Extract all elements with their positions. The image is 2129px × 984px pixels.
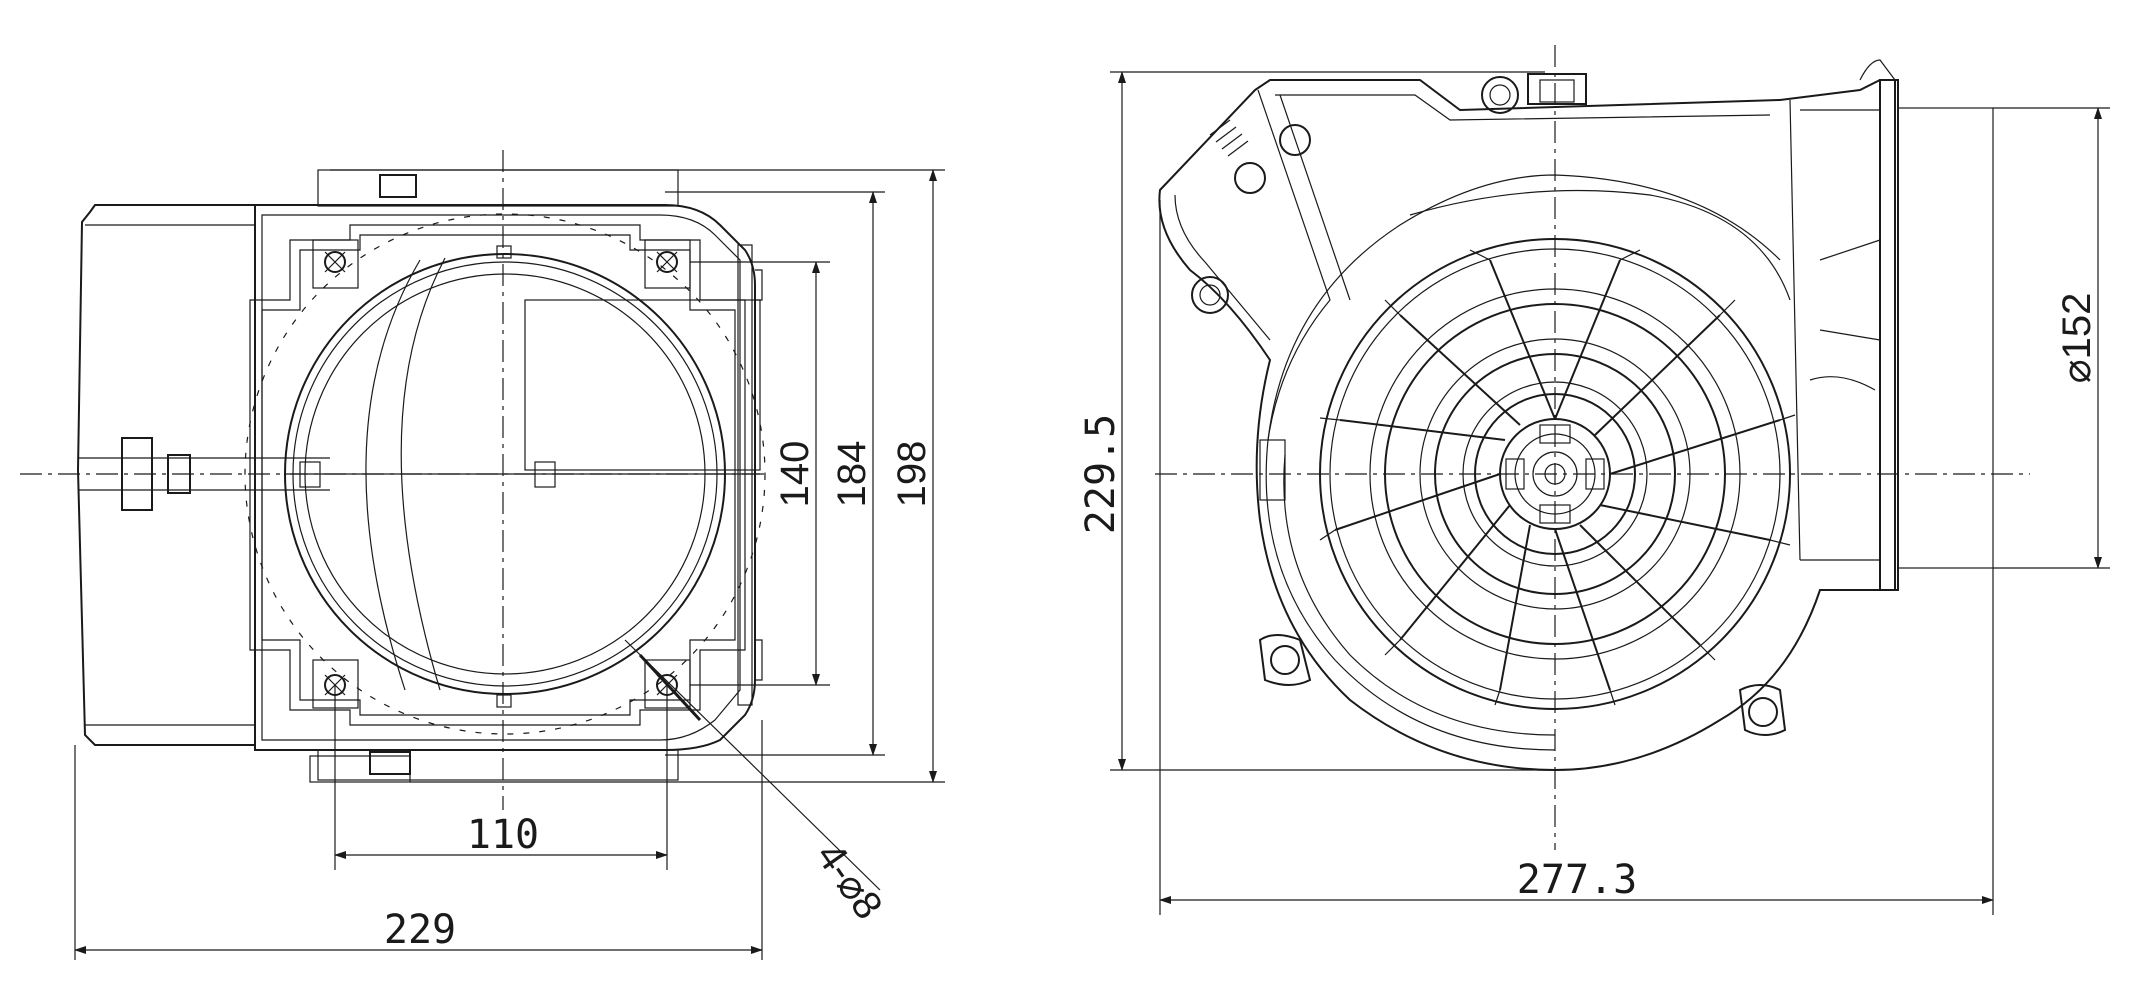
dim-198: 198 bbox=[330, 169, 945, 783]
dim-140: 140 bbox=[690, 261, 830, 686]
dim-198-label: 198 bbox=[890, 441, 934, 508]
dim-110-label: 110 bbox=[467, 812, 539, 858]
damper-flap-curve bbox=[400, 257, 446, 691]
vent-slots bbox=[1209, 119, 1249, 157]
dim-229-5: 229.5 bbox=[1078, 71, 1560, 771]
dim-diameter-152-label: ⌀152 bbox=[2055, 293, 2099, 384]
housing-left-body bbox=[76, 204, 256, 746]
lug-bottom-left bbox=[1258, 634, 1312, 686]
lug-bottom-right bbox=[1738, 684, 1787, 736]
lug-upper-hole-2 bbox=[1234, 162, 1266, 194]
dim-229-label: 229 bbox=[384, 907, 456, 953]
dim-diameter-152: ⌀152 bbox=[1993, 107, 2110, 569]
dim-110: 110 bbox=[334, 685, 668, 870]
left-clip-1 bbox=[121, 437, 153, 511]
inlet-dashed-circle bbox=[244, 213, 766, 735]
dim-277-3: 277.3 bbox=[1159, 200, 1994, 915]
dim-229: 229 bbox=[74, 720, 763, 960]
bottom-strip bbox=[317, 749, 679, 781]
impeller-spokes bbox=[1319, 249, 1796, 706]
mount-hole-top-left bbox=[312, 239, 359, 289]
stepped-frame bbox=[249, 224, 746, 726]
side-view: 229.5 277.3 ⌀152 bbox=[1078, 45, 2110, 915]
housing-main-flange bbox=[254, 204, 756, 751]
front-view: 229 110 140 184 198 bbox=[20, 150, 945, 960]
impeller-guard-outer bbox=[1319, 238, 1791, 710]
left-clip-2 bbox=[167, 454, 191, 494]
holes-callout-leader bbox=[624, 639, 881, 891]
lug-upper-hole-1 bbox=[1279, 124, 1311, 156]
dim-229-5-label: 229.5 bbox=[1078, 414, 1124, 534]
dim-184-label: 184 bbox=[830, 441, 874, 508]
dim-277-3-label: 277.3 bbox=[1517, 857, 1637, 903]
lug-top bbox=[1481, 73, 1587, 114]
top-strip bbox=[317, 169, 679, 207]
lug-left-top bbox=[1191, 276, 1229, 314]
holes-callout-label: 4-⌀8 bbox=[808, 835, 891, 927]
outlet-spigot bbox=[1897, 107, 1994, 569]
mount-hole-top-right bbox=[644, 239, 691, 289]
dim-140-label: 140 bbox=[773, 441, 817, 508]
dim-184: 184 bbox=[665, 191, 885, 756]
